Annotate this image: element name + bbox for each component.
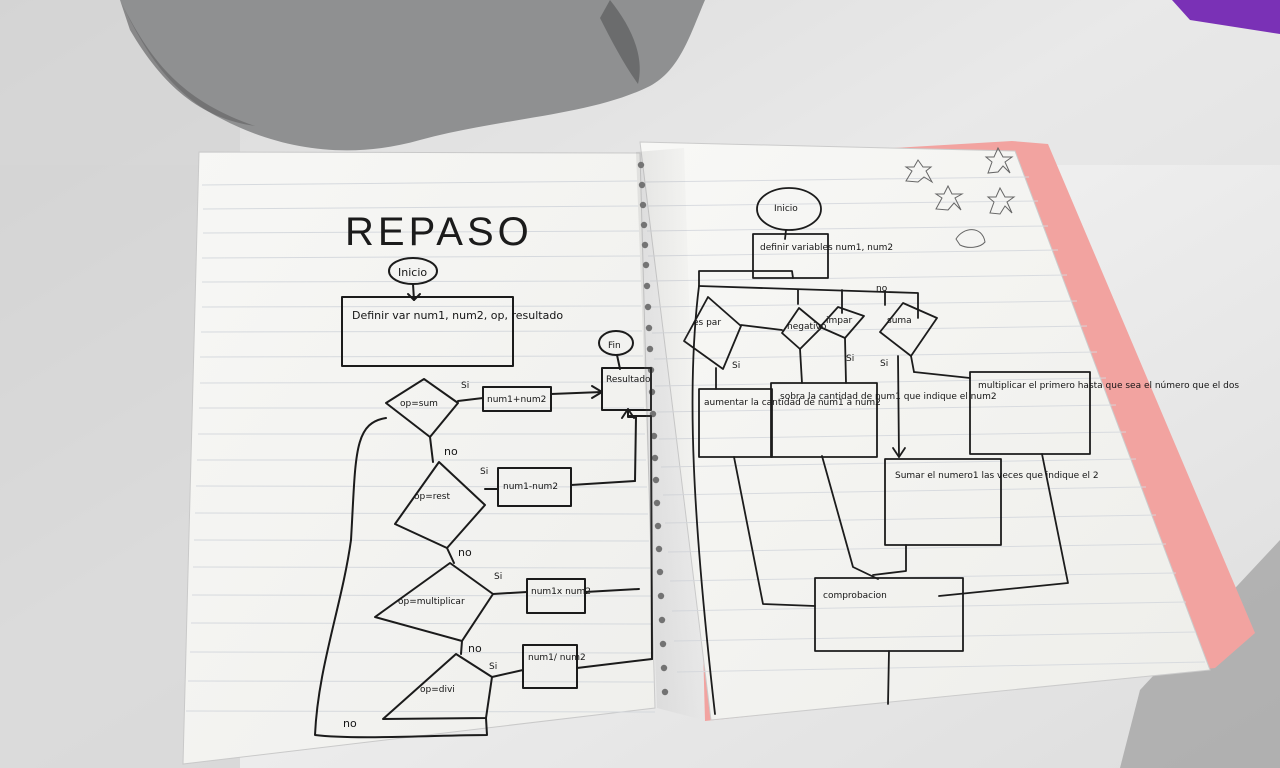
left-no-4: no <box>343 717 357 730</box>
right-decision-b-label: impar <box>826 316 852 326</box>
right-decision-b <box>819 306 865 339</box>
left-action-div-label: num1/ num2 <box>528 653 586 663</box>
right-decision-even-label: es par <box>693 318 721 328</box>
left-decision-rest <box>394 461 486 549</box>
left-decision-div-label: op=divi <box>420 685 455 695</box>
backpack <box>120 0 705 151</box>
right-yes-1: Si <box>732 361 740 371</box>
left-yes-2: Si <box>480 467 488 477</box>
right-box-sum <box>884 458 1002 546</box>
right-box-mult <box>969 371 1091 455</box>
left-action-div-box <box>522 644 578 689</box>
right-yes-2: Si <box>846 354 854 364</box>
left-decision-sum <box>385 378 459 438</box>
backpack-strap <box>600 0 640 84</box>
left-decision-rest-label: op=rest <box>414 492 450 502</box>
left-page <box>182 151 656 765</box>
left-no-3: no <box>468 642 482 655</box>
right-check-label: comprobacion <box>823 591 887 601</box>
right-start-shape <box>756 187 822 231</box>
left-end-label: Fin <box>608 341 621 351</box>
right-flowchart: Inicio definir variables num1, num2 es p… <box>683 187 1239 715</box>
right-box-add <box>698 388 773 458</box>
left-no-1: no <box>444 445 458 458</box>
left-decision-mult-label: op=multiplicar <box>398 597 465 607</box>
right-box-sum-label: Sumar el numero1 las veces que indique e… <box>895 471 1099 481</box>
right-define-label: definir variables num1, num2 <box>760 243 893 253</box>
left-flowchart: REPASO Inicio Definir var num1, num2, op… <box>314 210 653 739</box>
left-result-label: Resultado <box>606 375 651 385</box>
center-fold-shadow <box>636 148 703 720</box>
left-no-2: no <box>458 546 472 559</box>
right-decision-c-label: suma <box>887 316 912 326</box>
left-yes-1: Si <box>461 381 469 391</box>
left-decision-sum-label: op=sum <box>400 399 438 409</box>
right-box-sub <box>770 382 878 458</box>
right-decision-a-label: negativo <box>787 322 827 332</box>
left-define-box <box>341 296 514 367</box>
left-action-rest-label: num1-num2 <box>503 482 558 492</box>
purple-object <box>1172 0 1280 34</box>
right-no-label: no <box>876 284 888 294</box>
right-page-lines <box>644 176 1206 673</box>
left-action-rest-box <box>497 467 572 507</box>
left-define-label: Definir var num1, num2, op, resultado <box>352 309 563 322</box>
star-doodles <box>904 146 1016 248</box>
left-action-sum-label: num1+num2 <box>487 395 546 405</box>
right-define-box <box>752 233 829 279</box>
left-action-mult-label: num1x num2 <box>531 587 591 597</box>
left-action-mult-box <box>526 578 586 614</box>
left-title: REPASO <box>345 210 533 254</box>
left-start-label: Inicio <box>398 266 427 279</box>
right-start-label: Inicio <box>774 204 798 214</box>
left-yes-3: Si <box>494 572 502 582</box>
right-decision-even <box>683 296 742 370</box>
right-box-sub-label: sobra la cantidad de num1 que indique el… <box>780 392 997 402</box>
right-box-mult-label: multiplicar el primero hasta que sea el … <box>978 381 1239 391</box>
left-page-lines <box>185 180 656 713</box>
left-yes-4: Si <box>489 662 497 672</box>
right-yes-3: Si <box>880 359 888 369</box>
right-box-add-label: aumentar la cantidad de num1 a num2 <box>704 398 881 408</box>
right-decision-c <box>879 302 938 357</box>
